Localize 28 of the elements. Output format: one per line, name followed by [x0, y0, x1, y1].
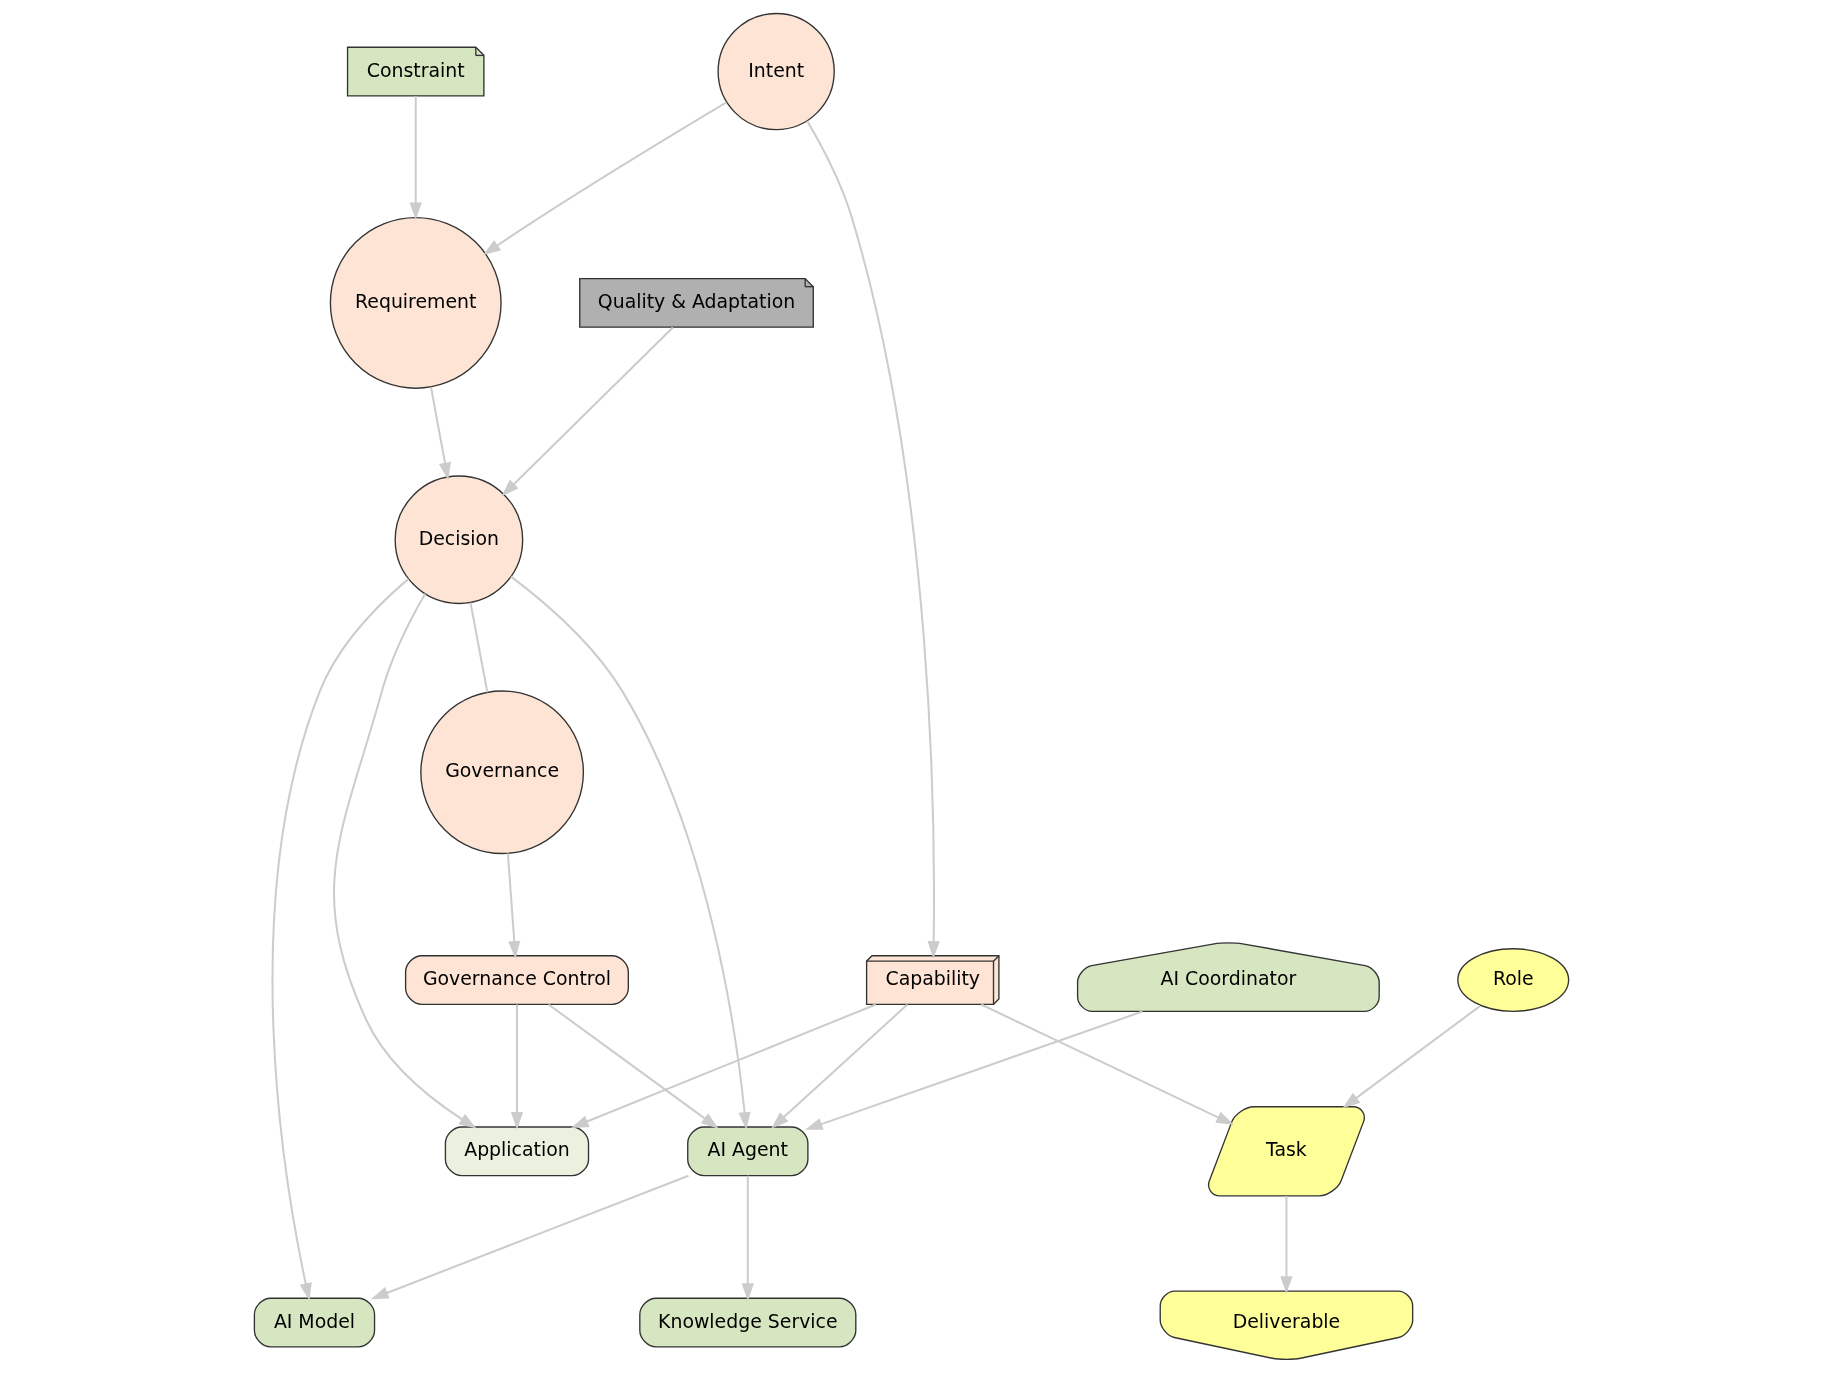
arrow — [771, 1003, 909, 1129]
node-box: Governance Control — [404, 955, 629, 1006]
node-box: Knowledge Service — [639, 1297, 857, 1348]
arrow — [741, 1175, 754, 1301]
arrow — [370, 1174, 689, 1300]
arrow — [510, 575, 751, 1130]
node-box: Application — [444, 1126, 590, 1177]
arrow — [501, 326, 674, 497]
arrow — [510, 1004, 524, 1130]
arrow — [980, 1003, 1234, 1125]
arrow — [409, 96, 422, 221]
arrow — [548, 1003, 719, 1129]
arrow — [1280, 1196, 1293, 1294]
arrow — [271, 578, 410, 1301]
arrow — [430, 387, 452, 481]
arrow — [333, 593, 477, 1129]
arrow — [506, 853, 521, 959]
connector — [469, 602, 489, 693]
arrow — [483, 101, 727, 256]
node-box: AI Agent — [687, 1126, 809, 1177]
arrow — [571, 1003, 877, 1128]
node-circle: Intent — [717, 12, 835, 131]
node-ellipse: Role — [1457, 948, 1570, 1012]
arrow — [805, 1010, 1143, 1130]
node-circle: Decision — [394, 475, 524, 605]
node-circle: Governance — [420, 690, 585, 855]
node-box: AI Model — [253, 1297, 376, 1348]
arrow — [1342, 1005, 1481, 1109]
